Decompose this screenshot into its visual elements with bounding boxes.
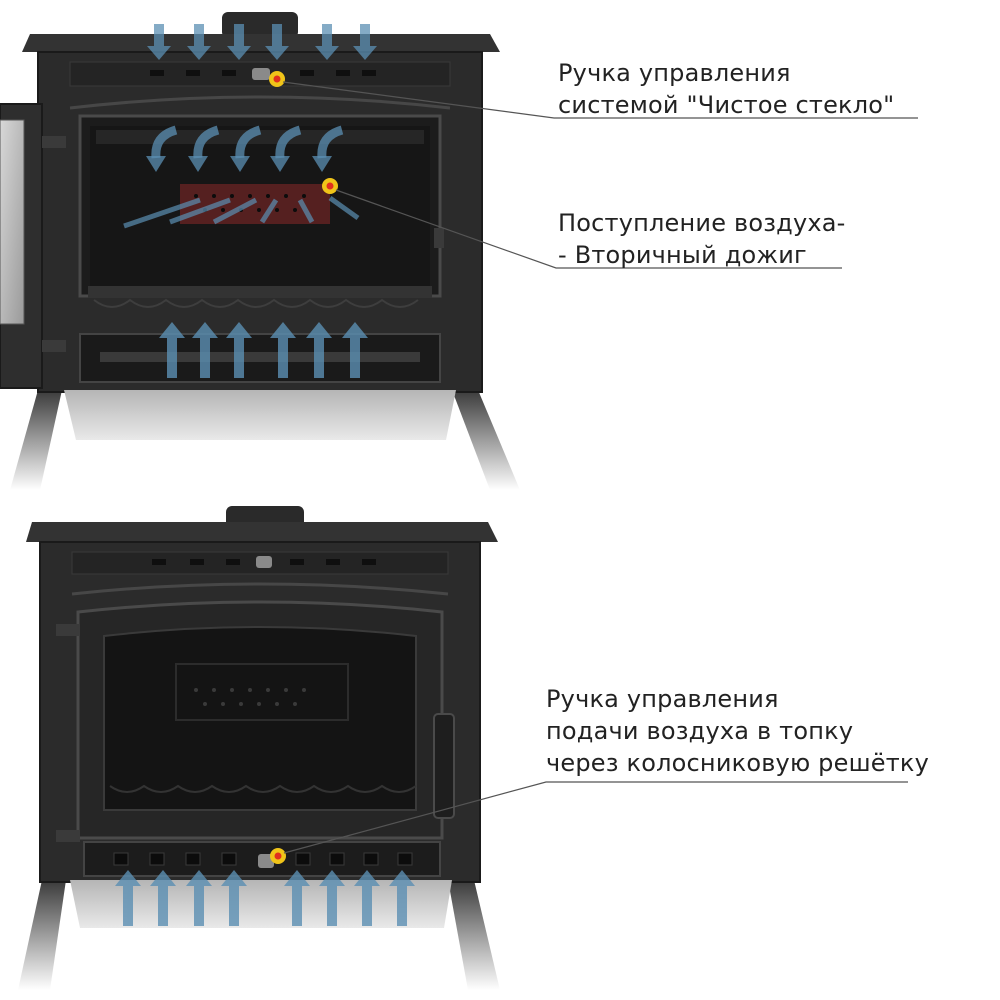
- callout-grate-air-line2: подачи воздуха в топку: [546, 717, 854, 745]
- vent-strip: [69, 61, 451, 87]
- top-plate: [22, 34, 500, 52]
- arrow-icon: [226, 322, 252, 378]
- arrow-icon: [147, 24, 171, 60]
- callout-grate-air-line1: Ручка управления: [546, 685, 779, 713]
- leader-grate-air: [283, 781, 908, 854]
- airflow-arrows-top-vent: [147, 24, 377, 60]
- stove-leg-left: [18, 880, 66, 990]
- door-latch: [434, 228, 444, 248]
- callout-secondary-burn-line2: - Вторичный дожиг: [558, 241, 807, 269]
- arrow-icon: [265, 24, 289, 60]
- airflow-arrowheads-airwash: [146, 156, 332, 172]
- ash-tray: [64, 390, 456, 440]
- grate-ledge: [88, 286, 432, 298]
- door-handle[interactable]: [433, 713, 455, 819]
- arrow-icon: [270, 322, 296, 378]
- door-hinge-bottom: [42, 340, 66, 352]
- arrow-icon: [192, 322, 218, 378]
- grate-scallops: [93, 298, 419, 308]
- marker-dot-icon: [322, 178, 338, 194]
- stove-leg-right: [448, 880, 500, 990]
- door-hinge-bottom: [56, 830, 80, 842]
- stove-leg-right: [452, 390, 520, 490]
- arrow-icon: [306, 322, 332, 378]
- callout-clean-glass: Ручка управления системой "Чистое стекло…: [558, 57, 894, 121]
- door-hinge-top: [56, 624, 80, 636]
- stove-top-open-door: [0, 12, 520, 490]
- marker-dot-icon: [270, 848, 286, 864]
- arrow-icon: [227, 24, 251, 60]
- ash-pan-bar: [100, 352, 420, 362]
- stove-bottom-closed-door: [18, 506, 500, 990]
- arrow-icon: [284, 870, 310, 926]
- arrow-icon: [315, 24, 339, 60]
- door-glass: [0, 119, 25, 325]
- marker-dot-icon: [269, 71, 285, 87]
- arrow-icon: [151, 125, 178, 159]
- clean-glass-knob[interactable]: [256, 556, 272, 568]
- arrow-icon: [389, 870, 415, 926]
- secondary-air-holes: [194, 688, 306, 706]
- arrow-icon: [342, 322, 368, 378]
- arrow-icon: [319, 870, 345, 926]
- airflow-arrows-bottom-open: [159, 322, 368, 378]
- airflow-arrows-bottom-closed: [115, 870, 415, 926]
- arrow-icon: [354, 870, 380, 926]
- leader-lines: [282, 81, 918, 854]
- airflow-arrows-secondary: [123, 195, 360, 229]
- stove-leg-left: [10, 390, 62, 490]
- top-plate: [26, 522, 498, 542]
- grate-air-knob[interactable]: [258, 854, 274, 868]
- door-hinge-top: [42, 136, 66, 148]
- leader-secondary-burn: [335, 189, 842, 269]
- decorative-arch: [69, 95, 451, 110]
- callout-grate-air-line3: через колосниковую решётку: [546, 749, 929, 777]
- decorative-arch: [71, 582, 449, 596]
- leader-clean-glass: [282, 81, 918, 119]
- grate-scallops: [109, 784, 417, 793]
- callout-grate-air: Ручка управления подачи воздуха в топку …: [546, 683, 929, 779]
- arrow-icon: [317, 125, 344, 159]
- callout-clean-glass-line2: системой "Чистое стекло": [558, 91, 895, 119]
- arrow-icon: [186, 870, 212, 926]
- callout-clean-glass-line1: Ручка управления: [558, 59, 791, 87]
- arrow-icon: [115, 870, 141, 926]
- arrow-icon: [353, 24, 377, 60]
- vent-slots: [152, 559, 376, 565]
- callout-secondary-burn: Поступление воздуха- - Вторичный дожиг: [558, 207, 846, 271]
- vent-slots: [150, 70, 376, 76]
- primary-air-slots: [113, 852, 413, 866]
- arrow-icon: [221, 870, 247, 926]
- arrow-icon: [275, 125, 302, 159]
- airflow-arrows-airwash: [151, 125, 344, 159]
- arrow-icon: [235, 125, 262, 159]
- clean-glass-knob[interactable]: [252, 68, 270, 80]
- arrow-icon: [193, 125, 220, 159]
- baffle-outline: [175, 663, 349, 721]
- arrow-icon: [150, 870, 176, 926]
- arrow-icon: [159, 322, 185, 378]
- door-glass-window: [103, 626, 417, 811]
- callout-secondary-burn-line1: Поступление воздуха-: [558, 209, 846, 237]
- arrow-icon: [187, 24, 211, 60]
